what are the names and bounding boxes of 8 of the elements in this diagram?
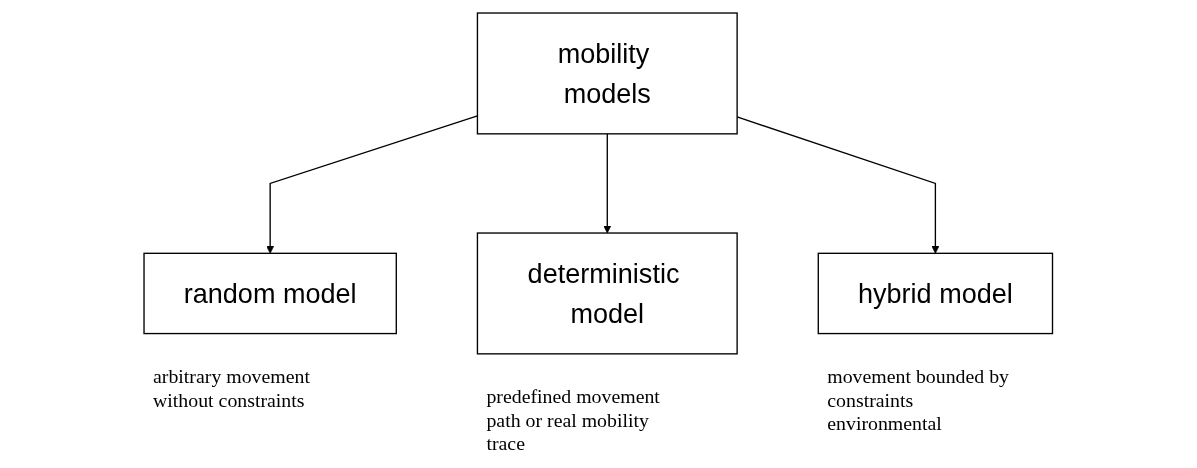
- node-caption: movement bounded by constraints environmental: [827, 365, 1010, 435]
- node-label: deterministic model: [526, 257, 681, 331]
- node-label: mobility models: [556, 37, 653, 111]
- node-label: random model: [183, 277, 357, 311]
- node-caption: arbitrary movement without constraints: [153, 365, 311, 411]
- node-label: hybrid model: [858, 277, 1014, 311]
- arrow: [603, 133, 612, 234]
- node-caption: predefined movement path or real mobility trace: [486, 385, 661, 455]
